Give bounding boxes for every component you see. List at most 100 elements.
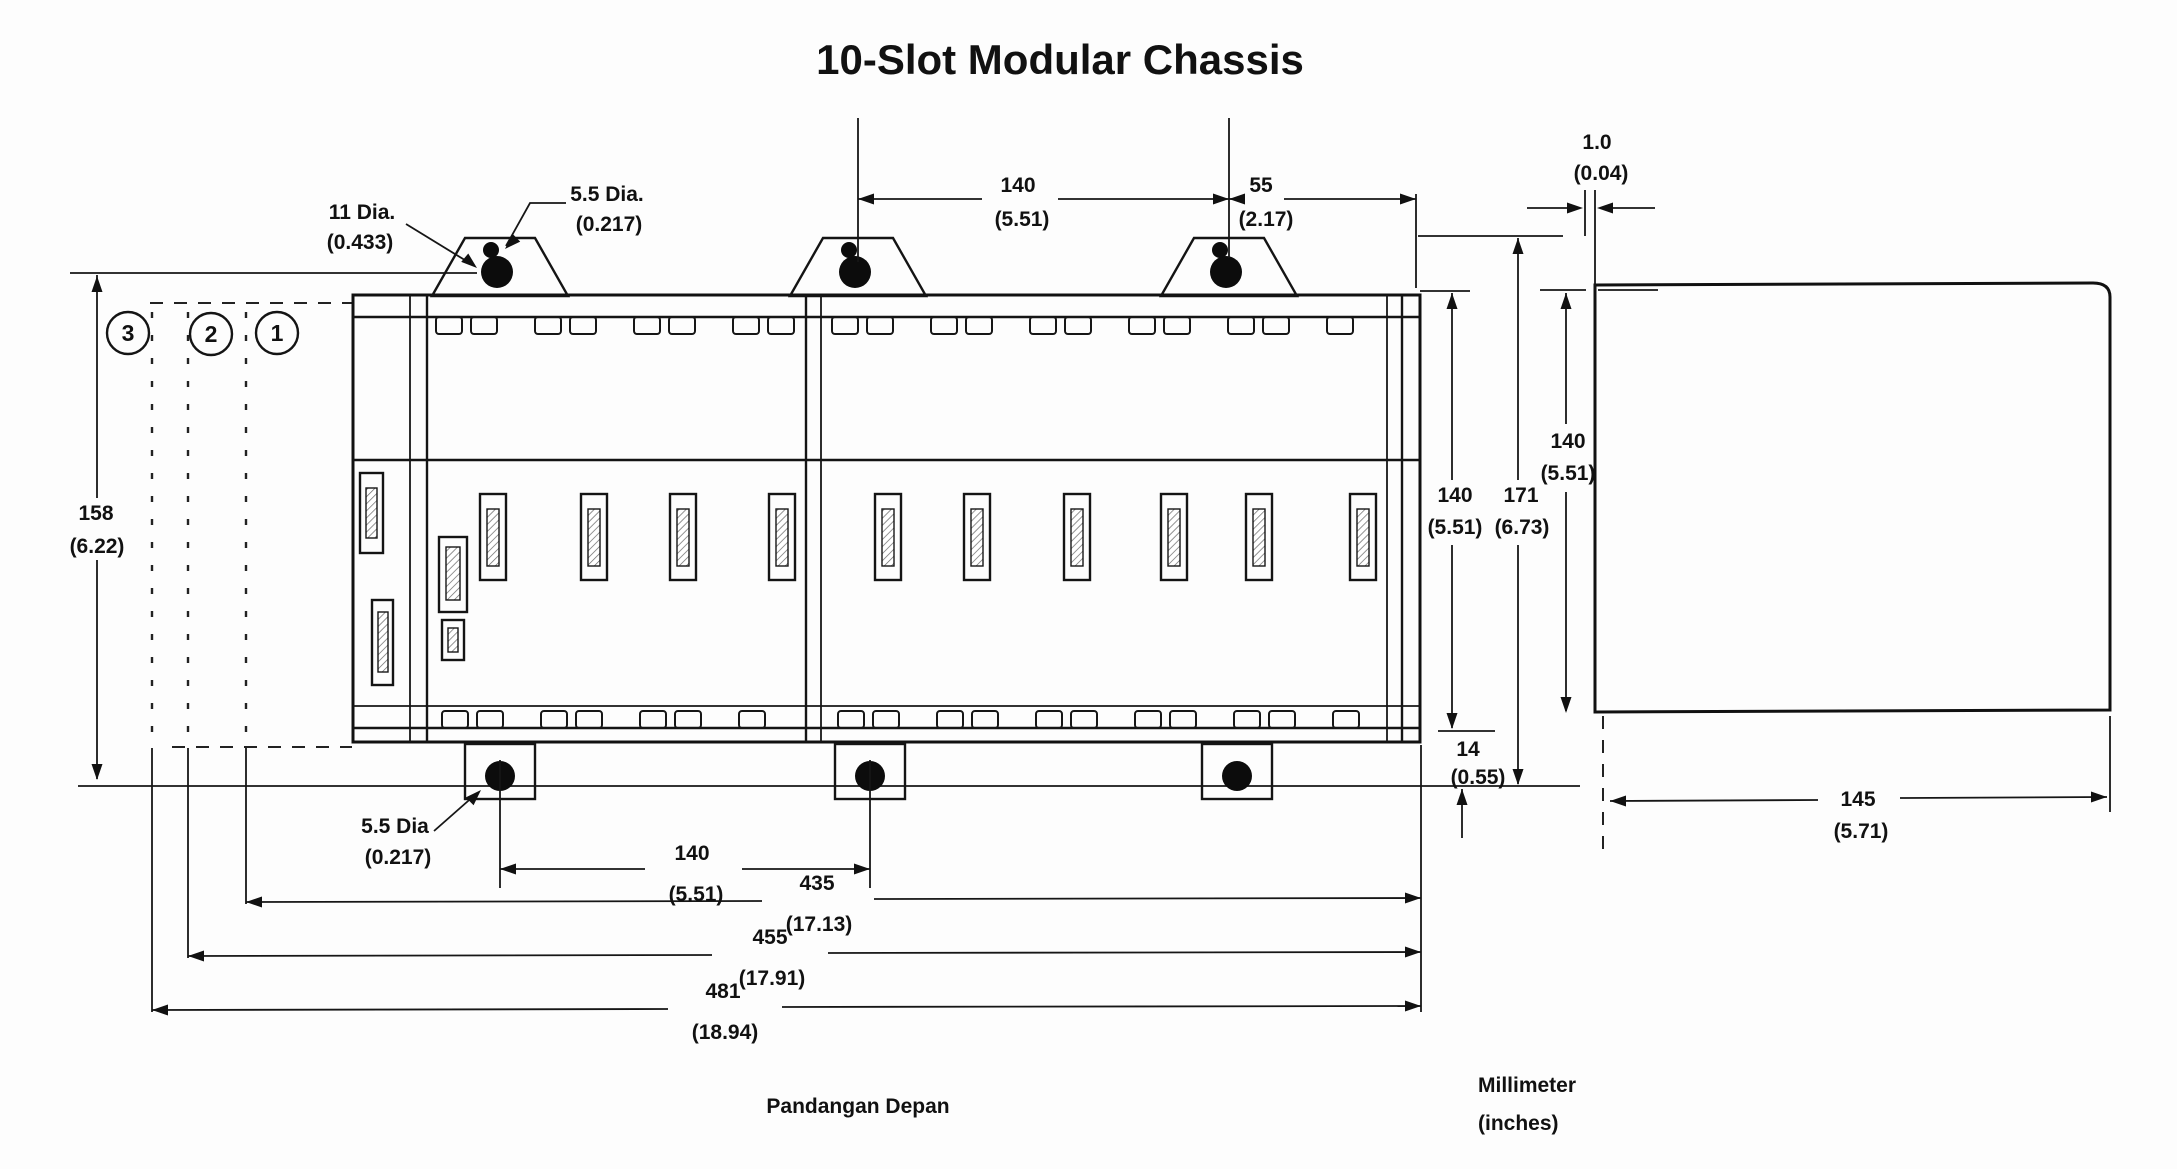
dim-side140-mm: 140: [1550, 430, 1585, 453]
dim-b140-mm: 140: [674, 842, 709, 865]
dim-top55-mm: 55: [1249, 174, 1273, 197]
vent-slot-bottom: [872, 710, 900, 729]
dim-171-in: (6.73): [1495, 516, 1550, 539]
dim-right140-in: (5.51): [1428, 516, 1483, 539]
dim-side140-in: (5.51): [1541, 462, 1596, 485]
dim-435-line-l: [245, 900, 763, 903]
ps-stacked-lower-hatch: [447, 627, 459, 653]
vent-slot-top: [1326, 316, 1354, 335]
label-55dia-bottom-inches: (0.217): [365, 846, 432, 869]
dim-14-in: (0.55): [1451, 766, 1506, 789]
side-view: [1593, 281, 2112, 852]
module-connector-slots: [478, 492, 1378, 582]
arrowhead: [1446, 293, 1458, 309]
vent-slot-top: [930, 316, 958, 335]
arrowhead: [461, 253, 477, 268]
arrowhead: [1610, 795, 1626, 807]
dim-gap-mm: 1.0: [1582, 131, 1611, 154]
page-title: 10-Slot Modular Chassis: [816, 36, 1304, 83]
dim-145-line-r: [1899, 796, 2108, 799]
label-11dia-value: 11 Dia.: [329, 201, 396, 224]
bottom-vent-slot-row: [441, 710, 1360, 729]
dim-158-mm: 158: [78, 502, 113, 525]
dim-455-line-l: [187, 954, 713, 957]
balloon-callouts: 3 2 1: [105, 310, 300, 357]
arrowhead: [188, 950, 204, 962]
module-slot-3-outer: [668, 492, 698, 582]
top-tab-3-keyhole-large: [1210, 256, 1242, 288]
dim-145-mm: 145: [1840, 788, 1875, 811]
dim-145-line-l: [1609, 799, 1819, 802]
vent-slot-top: [569, 316, 597, 335]
dim-481-line-l: [151, 1008, 669, 1011]
ps-slot-hatch: [365, 487, 378, 539]
top-tab-1-keyhole-large: [481, 256, 513, 288]
dim-435-mm: 435: [799, 872, 834, 895]
units-note-line2: (inches): [1478, 1112, 1559, 1135]
vent-slot-top: [1064, 316, 1092, 335]
top-tab-3: [1158, 236, 1300, 298]
module-slot-2-hatch: [587, 508, 601, 567]
top-vent-slot-row: [435, 316, 1354, 335]
arrowhead: [152, 1004, 168, 1016]
top-mounting-tabs: [429, 118, 1300, 298]
label-55dia-top-inches: (0.217): [576, 213, 643, 236]
side-view-outline: [1593, 281, 2112, 714]
vent-slot-bottom: [1332, 710, 1360, 729]
module-slot-8-outer: [1159, 492, 1189, 582]
balloon-2-circle: [188, 311, 234, 357]
arrowhead: [1446, 713, 1458, 729]
dimension-lines: [91, 190, 2108, 1016]
dim-top140-in: (5.51): [995, 208, 1050, 231]
module-slot-10-outer: [1348, 492, 1378, 582]
top-tab-1-keyhole-small: [483, 242, 499, 258]
vent-slot-top: [1128, 316, 1156, 335]
vent-slot-top: [534, 316, 562, 335]
vent-slot-bottom: [674, 710, 702, 729]
dim-171-mm: 171: [1503, 484, 1538, 507]
ps-long-slot-hatch: [377, 611, 389, 673]
top-tab-2-keyhole-large: [839, 256, 871, 288]
arrowhead: [1213, 193, 1229, 205]
arrowhead: [91, 764, 103, 780]
label-11dia-inches: (0.433): [327, 231, 394, 254]
dimension-arrowheads: [91, 193, 2107, 1016]
arrowhead: [854, 863, 870, 875]
balloon-3-circle: [105, 310, 151, 356]
vent-slot-top: [732, 316, 760, 335]
module-slot-1-hatch: [486, 508, 500, 567]
front-view-chassis: [351, 293, 1422, 744]
vent-slot-bottom: [971, 710, 999, 729]
arrowhead: [1560, 697, 1572, 713]
dim-145-in: (5.71): [1834, 820, 1889, 843]
top-tab-2: [787, 236, 929, 298]
balloon-1-circle: [254, 310, 300, 356]
module-slot-5-hatch: [881, 508, 895, 567]
arrowhead: [1229, 193, 1245, 205]
module-slot-9-hatch: [1252, 508, 1266, 567]
vent-slot-bottom: [1233, 710, 1261, 729]
dim-right140-mm: 140: [1437, 484, 1472, 507]
vent-slot-top: [1227, 316, 1255, 335]
dim-481-in: (18.94): [692, 1021, 759, 1044]
vent-slot-top: [1163, 316, 1191, 335]
dim-455-line-r: [827, 951, 1422, 954]
module-slot-7-hatch: [1070, 508, 1084, 567]
dim-455-mm: 455: [752, 926, 787, 949]
arrowhead: [1512, 769, 1524, 785]
module-slot-7-outer: [1062, 492, 1092, 582]
module-slot-6-outer: [962, 492, 992, 582]
module-slot-3-hatch: [676, 508, 690, 567]
vent-slot-bottom: [540, 710, 568, 729]
leader-11dia: [405, 223, 469, 263]
arrowhead: [465, 790, 481, 806]
vent-slot-bottom: [1070, 710, 1098, 729]
arrowhead: [1567, 202, 1583, 214]
vent-slot-top: [831, 316, 859, 335]
ps-stacked-upper-hatch: [445, 546, 461, 601]
leader-55dia-top: [505, 202, 566, 247]
construction-lines: [70, 272, 1580, 787]
units-note-line1: Millimeter: [1478, 1074, 1576, 1097]
vent-slot-top: [668, 316, 696, 335]
dim-14-mm: 14: [1456, 738, 1480, 761]
